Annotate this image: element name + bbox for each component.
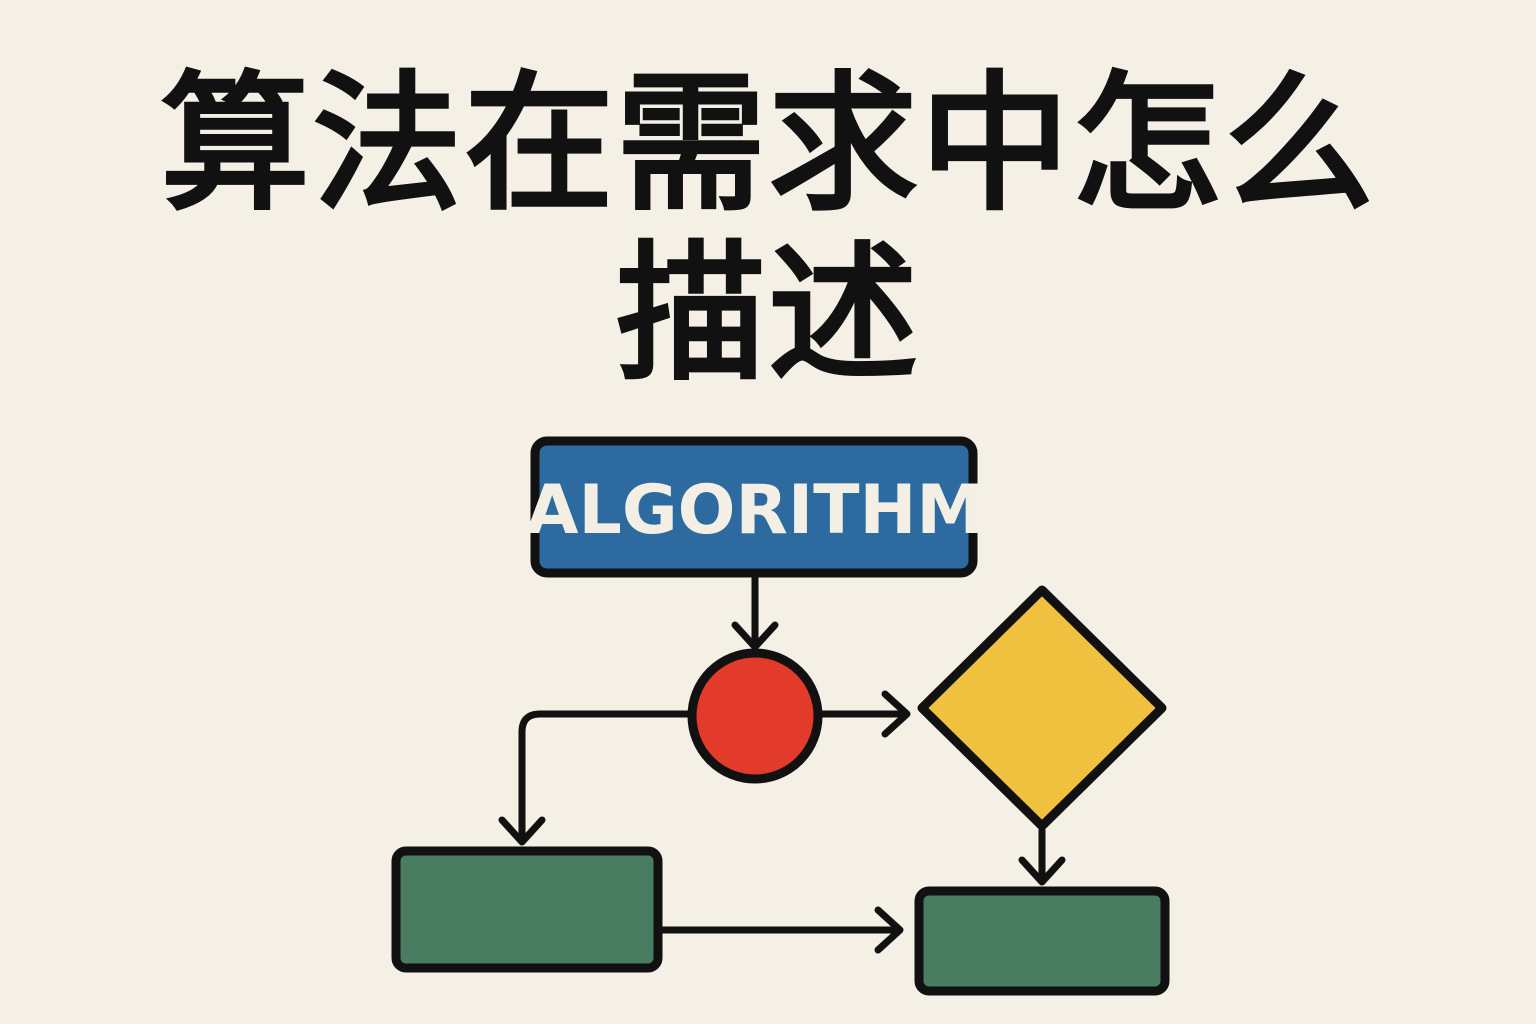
- arrow-circle-to-diamond: [818, 690, 911, 738]
- algorithm-box: [530, 436, 978, 578]
- title-line-2: 描述: [615, 228, 920, 402]
- arrow-algorithm-to-circle: [731, 574, 779, 651]
- decision-diamond: [917, 585, 1167, 831]
- arrow-diamond-to-right-box: [1018, 826, 1066, 886]
- algorithm-label: ALGORITHM: [526, 471, 984, 550]
- arrow-circle-to-left-box: [498, 710, 694, 846]
- arrow-left-box-to-right-box: [658, 906, 904, 954]
- title-line-1: 算法在需求中怎么: [159, 58, 1376, 232]
- process-circle: [687, 648, 823, 784]
- left-green-box: [391, 846, 663, 973]
- right-green-box: [914, 886, 1170, 996]
